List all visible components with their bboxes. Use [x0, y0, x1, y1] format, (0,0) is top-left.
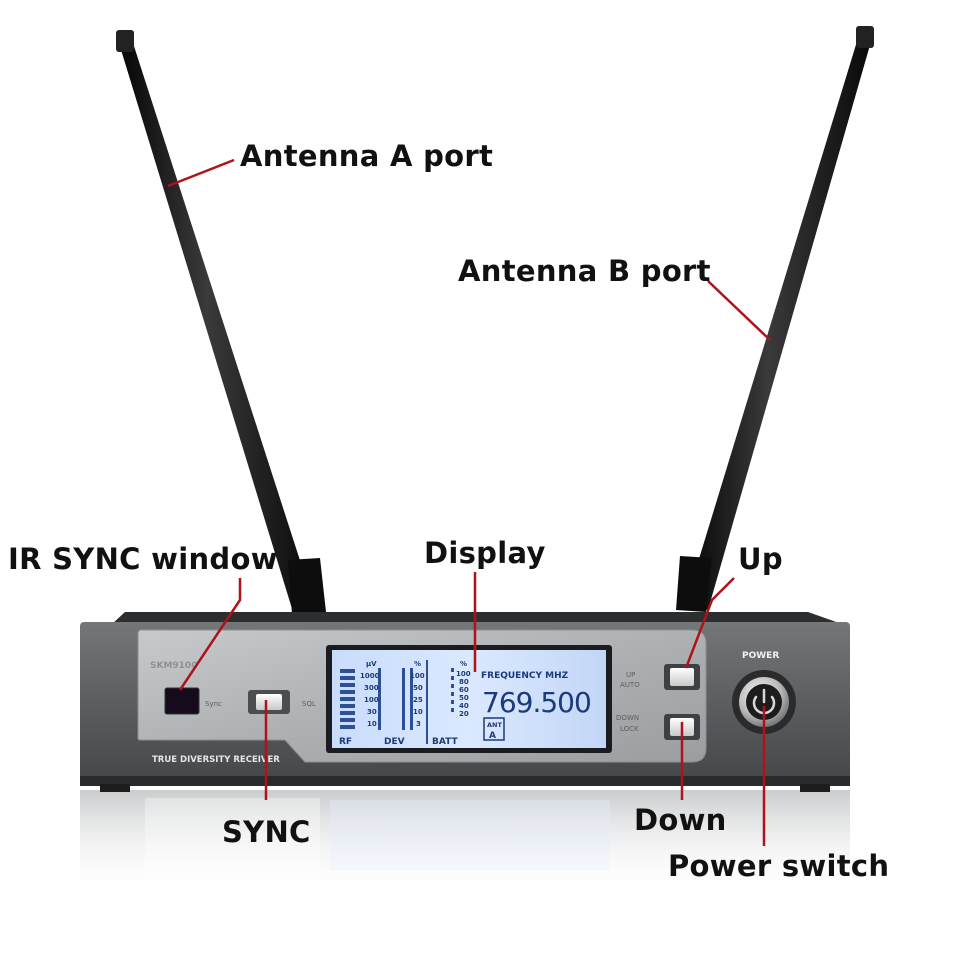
- down-print: DOWN: [616, 714, 639, 722]
- callout-display: Display: [424, 536, 546, 570]
- power-print: POWER: [742, 651, 779, 661]
- leader-ir-sync: [178, 578, 242, 691]
- sql-print: SQL: [302, 700, 316, 708]
- caption-label: TRUE DIVERSITY RECEIVER: [152, 755, 280, 765]
- rf-scale-100: 100: [364, 696, 379, 704]
- batt-scale-40: 40: [459, 702, 469, 710]
- sync-button[interactable]: [248, 690, 290, 714]
- leader-antenna-b: [707, 280, 771, 341]
- callout-antenna-b: Antenna B port: [458, 254, 711, 288]
- dev-label: DEV: [384, 737, 405, 747]
- batt-scale-60: 60: [459, 686, 469, 694]
- up-print: UP: [626, 671, 635, 679]
- batt-label: BATT: [432, 737, 458, 747]
- frequency-label: FREQUENCY MHZ: [481, 671, 569, 681]
- callout-antenna-a: Antenna A port: [240, 139, 494, 173]
- callout-down: Down: [634, 803, 727, 837]
- leader-up: [684, 577, 735, 669]
- dev-unit: %: [414, 660, 421, 668]
- rf-unit: µV: [366, 660, 377, 668]
- callout-up: Up: [738, 542, 783, 576]
- dev-scale-50: 50: [413, 684, 423, 692]
- rf-scale-10: 10: [367, 720, 377, 728]
- dev-scale-10: 10: [413, 708, 423, 716]
- batt-meter: [451, 668, 454, 712]
- rf-scale-30: 30: [367, 708, 377, 716]
- table-reflection: [80, 790, 850, 900]
- batt-scale-50: 50: [459, 694, 469, 702]
- rf-scale-300: 300: [364, 684, 379, 692]
- callout-lines: [167, 158, 771, 846]
- leader-antenna-a: [167, 158, 235, 188]
- antenna-a: [116, 30, 326, 614]
- callout-power-switch: Power switch: [668, 849, 890, 883]
- ir-sync-window: [164, 687, 200, 715]
- rf-scale-bars: [378, 668, 381, 730]
- auto-print: AUTO: [620, 681, 640, 689]
- rf-label: RF: [339, 737, 352, 747]
- lock-print: LOCK: [620, 725, 639, 733]
- dev-scale-25: 25: [413, 696, 423, 704]
- antenna-indicator: ANT A: [483, 717, 505, 741]
- batt-scale-80: 80: [459, 678, 469, 686]
- model-label: SKM9100: [150, 661, 197, 671]
- batt-scale-100: 100: [456, 670, 471, 678]
- sync-print: Sync: [205, 700, 222, 708]
- antenna-b: [676, 26, 874, 612]
- ant-value: A: [489, 731, 496, 741]
- dev-scale-100: 100: [410, 672, 425, 680]
- batt-unit: %: [460, 660, 467, 668]
- rf-meter: [340, 669, 355, 729]
- rf-scale-1000: 1000: [360, 672, 380, 680]
- frequency-value: 769.500: [482, 686, 591, 719]
- lcd-display: [326, 645, 612, 753]
- dev-meter: [402, 660, 428, 744]
- batt-scale-20: 20: [459, 710, 469, 718]
- callout-ir-sync: IR SYNC window: [8, 542, 278, 576]
- power-switch[interactable]: [732, 670, 796, 734]
- up-button[interactable]: [664, 664, 700, 690]
- dev-scale-3: 3: [416, 720, 421, 728]
- callout-sync: SYNC: [222, 815, 311, 849]
- ant-label: ANT: [487, 721, 502, 729]
